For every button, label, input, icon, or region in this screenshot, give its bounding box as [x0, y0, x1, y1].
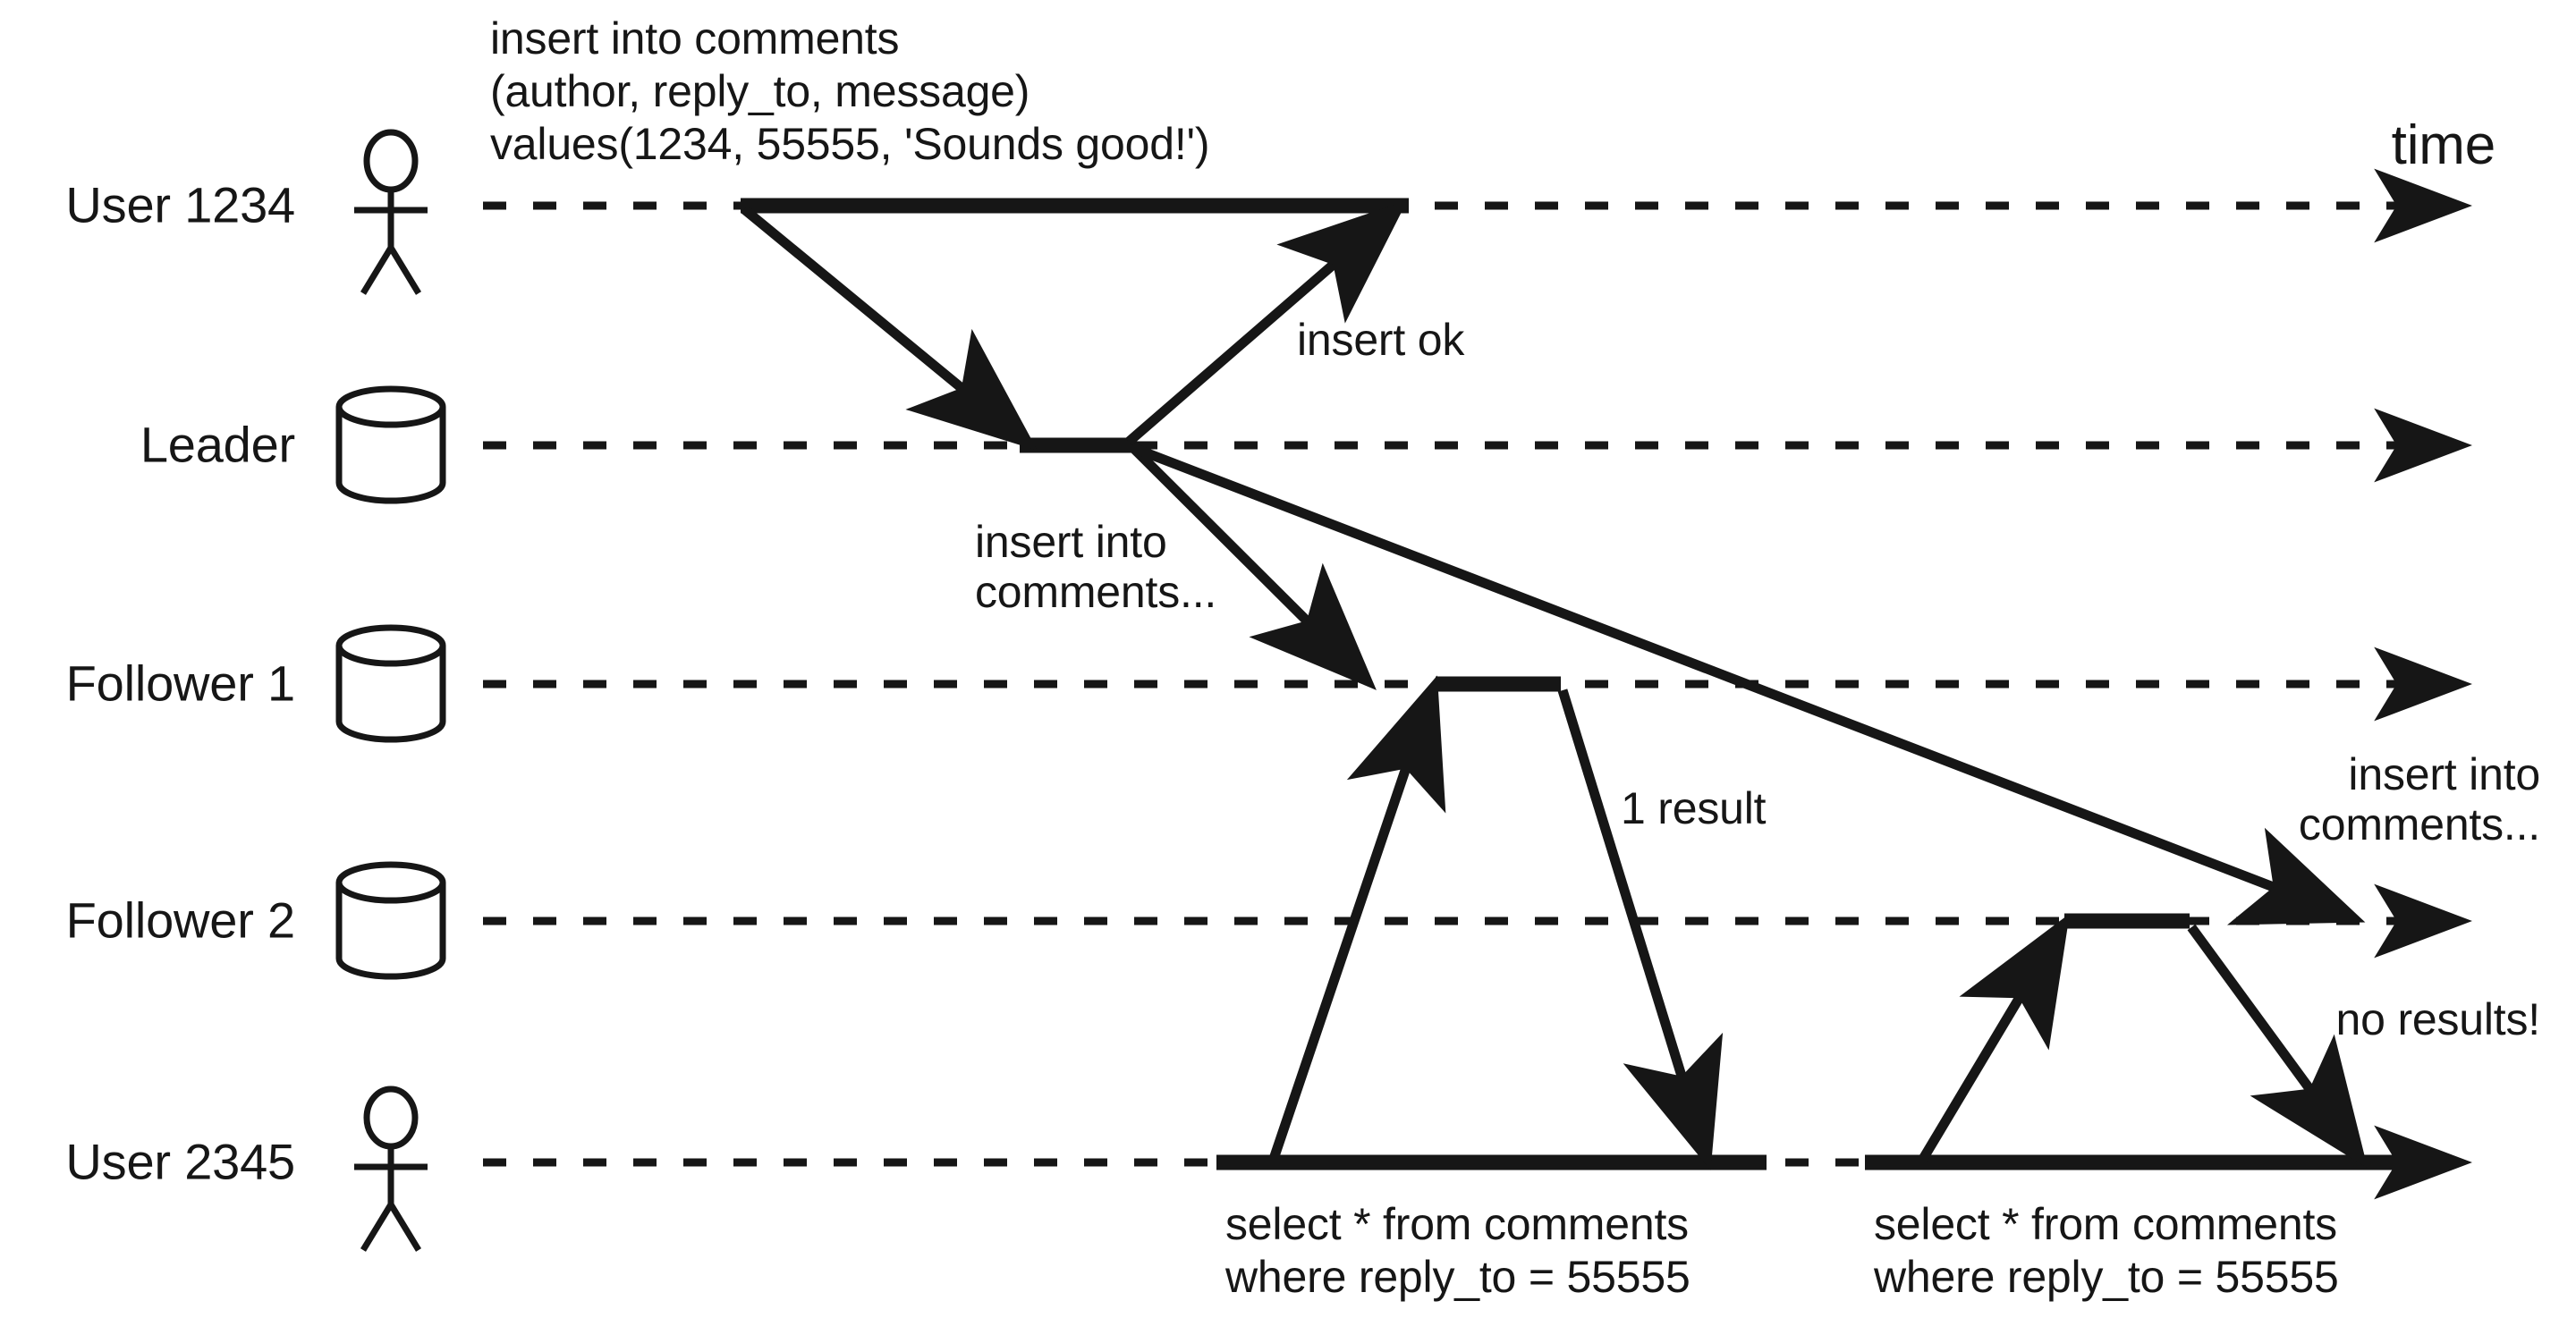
annotation-insert-statement: insert into comments (author, reply_to, … [490, 13, 1210, 169]
lifeline-label-follower-1: Follower 1 [65, 655, 296, 712]
message-arrow-select-query-1 [1268, 675, 1446, 1161]
message-arrow-insert-request [741, 205, 1038, 451]
annotation-insert-into-comments-follower2: insert into comments... [2298, 749, 2540, 849]
message-arrow-no-results [2187, 924, 2368, 1169]
database-icon-leader [335, 385, 446, 504]
annotation-select-query-1: select * from comments where reply_to = … [1225, 1199, 1690, 1302]
message-arrow-one-result [1557, 689, 1724, 1170]
time-axis-label: time [2391, 114, 2496, 176]
annotation-one-result: 1 result [1621, 783, 1767, 833]
lifeline-label-user-2345: User 2345 [65, 1133, 295, 1190]
lifeline-label-user-1234: User 1234 [65, 176, 295, 233]
message-arrow-replicate-to-follower-2 [1134, 444, 2366, 925]
message-arrow-insert-ok [1125, 199, 1408, 446]
message-arrow-replicate-to-follower-1 [1131, 445, 1377, 690]
lifeline-label-follower-2: Follower 2 [65, 891, 296, 949]
message-arrow-select-query-2 [1919, 913, 2070, 1162]
actor-icon-user-2345 [354, 1086, 428, 1252]
lifeline-label-leader: Leader [140, 416, 295, 473]
annotation-insert-into-comments-follower1: insert into comments... [975, 517, 1217, 617]
database-icon-follower-1 [335, 624, 446, 743]
annotation-no-results: no results! [2335, 994, 2541, 1044]
annotation-insert-ok: insert ok [1297, 315, 1465, 365]
annotation-select-query-2: select * from comments where reply_to = … [1874, 1199, 2339, 1302]
actor-icon-user-1234 [354, 129, 428, 295]
database-icon-follower-2 [335, 861, 446, 980]
